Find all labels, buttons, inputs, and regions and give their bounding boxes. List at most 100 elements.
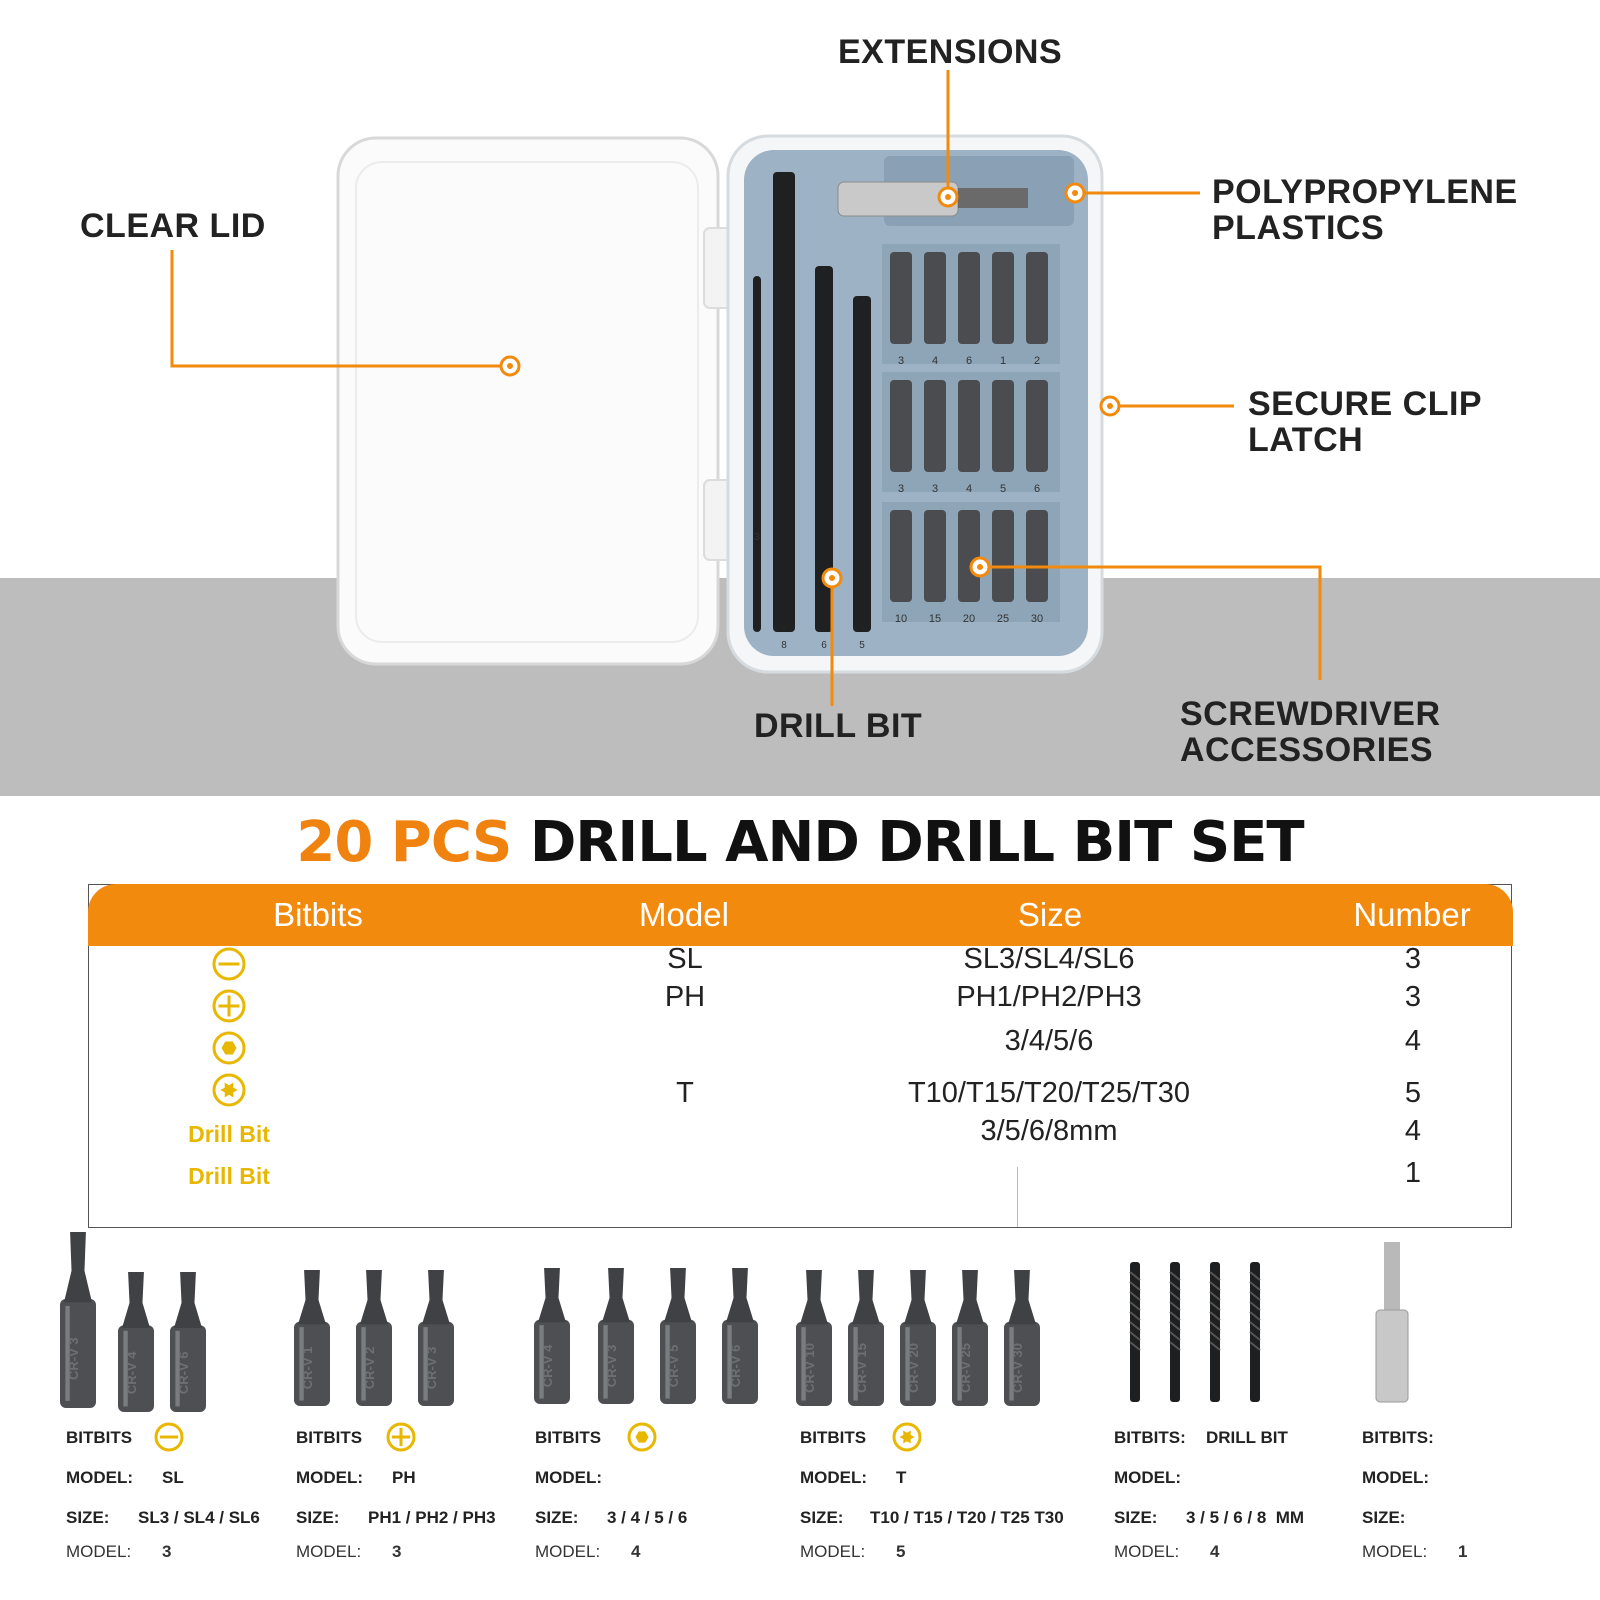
title-rest: DRILL AND DRILL BIT SET [529,810,1305,875]
case-bit [958,510,980,602]
table-cell-number: 3 [1404,981,1422,1013]
screwdriver-bit: CR-V 15 [848,1270,884,1406]
size-label: SIZE: [66,1508,110,1527]
bit-group: BITBITS MODEL: SIZE: 3 / 4 / 5 / 6 MODEL… [535,1420,775,1570]
case-drill-bit [753,276,761,632]
size-label: SIZE: [296,1508,340,1527]
table-cell-size: 3/4/5/6 [1004,1025,1094,1057]
size-value: SL3 / SL4 / SL6 [138,1508,260,1527]
bit-type-label: Drill Bit [188,1121,270,1147]
count-value: 3 [162,1542,172,1561]
count-value: 4 [631,1542,641,1561]
case-drill-bit [853,296,871,632]
header-number: Number [1353,896,1471,933]
case-bit [992,380,1014,472]
slot-label: 25 [997,613,1009,625]
screwdriver-bit: CR-V 20 [900,1270,936,1406]
slot-label: 15 [929,613,941,625]
count-value: 4 [1210,1542,1220,1561]
title-accent: 20 PCS [296,810,512,875]
slot-label: 4 [966,483,972,495]
screwdriver-bit: CR-V 25 [952,1270,988,1406]
bit-group: BITBITS: MODEL: SIZE: MODEL: 1 [1362,1420,1600,1570]
case-bit [958,380,980,472]
svg-text:CR-V 6: CR-V 6 [728,1345,743,1388]
count-label: MODEL: [800,1542,866,1561]
svg-text:CR-V 6: CR-V 6 [176,1351,191,1394]
table-cell-size: PH1/PH2/PH3 [956,981,1142,1013]
screwdriver-bit: CR-V 6 [170,1272,206,1412]
case-bit [924,252,946,344]
slot-label: 4 [932,355,938,367]
size-value: 3 / 5 / 6 / 8 MM [1186,1508,1305,1527]
svg-text:CR-V 15: CR-V 15 [854,1343,869,1393]
drill-slot-label: 5 [859,640,865,651]
case-drill-bit [815,266,833,632]
count-value: 1 [1458,1542,1468,1561]
clear-lid [336,136,720,666]
bit-type-label: Drill Bit [188,1163,270,1189]
extension-photo [1375,1242,1409,1403]
table-header: Bitbits Model Size Number [88,884,1513,946]
bitbits-label: BITBITS [296,1428,363,1447]
model-label: MODEL: [800,1468,868,1487]
count-label: MODEL: [296,1542,362,1561]
torx-icon [892,1422,922,1457]
model-label: MODEL: [66,1468,134,1487]
svg-text:CR-V 4: CR-V 4 [540,1344,555,1387]
drill-slot-label: 8 [781,640,787,651]
size-label: SIZE: [1362,1508,1406,1527]
slot-label: 2 [1034,355,1040,367]
bitbits-label: BITBITS [800,1428,867,1447]
screwdriver-bit: CR-V 6 [722,1268,758,1404]
model-label: MODEL: [1114,1468,1182,1487]
svg-text:CR-V 3: CR-V 3 [66,1337,81,1380]
case-bit [890,380,912,472]
model-value: SL [162,1468,184,1487]
callout-screwdriver: SCREWDRIVER ACCESSORIES [1180,695,1441,769]
screwdriver-bit: CR-V 30 [1004,1270,1040,1406]
header-size: Size [1017,896,1083,933]
slot-label: 5 [1000,483,1006,495]
table-cell-number: 5 [1404,1077,1422,1109]
bitbits-label: BITBITS [66,1428,133,1447]
table-cell-size: SL3/SL4/SL6 [963,943,1135,975]
slot-label: 6 [966,355,972,367]
case-bit [992,252,1014,344]
divider [1017,1167,1018,1227]
case-drill-bit [773,172,795,632]
size-label: SIZE: [1114,1508,1158,1527]
header-bitbits: Bitbits [273,896,363,933]
case-bit [1026,252,1048,344]
bit-group: BITBITS MODEL: PH SIZE: PH1 / PH2 / PH3 … [296,1420,536,1570]
case-bit [890,252,912,344]
screwdriver-bit: CR-V 4 [534,1268,570,1404]
slotted-icon [129,947,329,986]
screwdriver-bit: CR-V 4 [118,1272,154,1412]
bitbits-label: BITBITS [535,1428,602,1447]
slot-label: 6 [1034,483,1040,495]
screwdriver-bit: CR-V 3 [418,1270,454,1406]
size-value: T10 / T15 / T20 / T25 T30 [870,1508,1064,1527]
slot-label: 30 [1031,613,1043,625]
case-bit [924,380,946,472]
case-bit [992,510,1014,602]
size-value: PH1 / PH2 / PH3 [368,1508,496,1527]
callout-clear-lid: CLEAR LID [80,207,266,245]
callout-drill-bit: DRILL BIT [754,707,923,745]
svg-text:CR-V 3: CR-V 3 [604,1345,619,1388]
drill-bit-photo [1169,1262,1181,1402]
screwdriver-bit: CR-V 3 [598,1268,634,1404]
bitbits-label: BITBITS: [1362,1428,1434,1447]
svg-text:CR-V 3: CR-V 3 [424,1347,439,1390]
size-value: 3 / 4 / 5 / 6 [607,1508,688,1527]
slot-label: 3 [932,483,938,495]
svg-text:CR-V 1: CR-V 1 [300,1347,315,1390]
slotted-icon [154,1422,184,1457]
svg-text:CR-V 10: CR-V 10 [802,1343,817,1393]
model-label: MODEL: [535,1468,603,1487]
page-title: 20 PCS DRILL AND DRILL BIT SET [0,810,1600,875]
bitbits-value: DRILL BIT [1206,1428,1288,1447]
table-cell-number: 4 [1404,1025,1422,1057]
